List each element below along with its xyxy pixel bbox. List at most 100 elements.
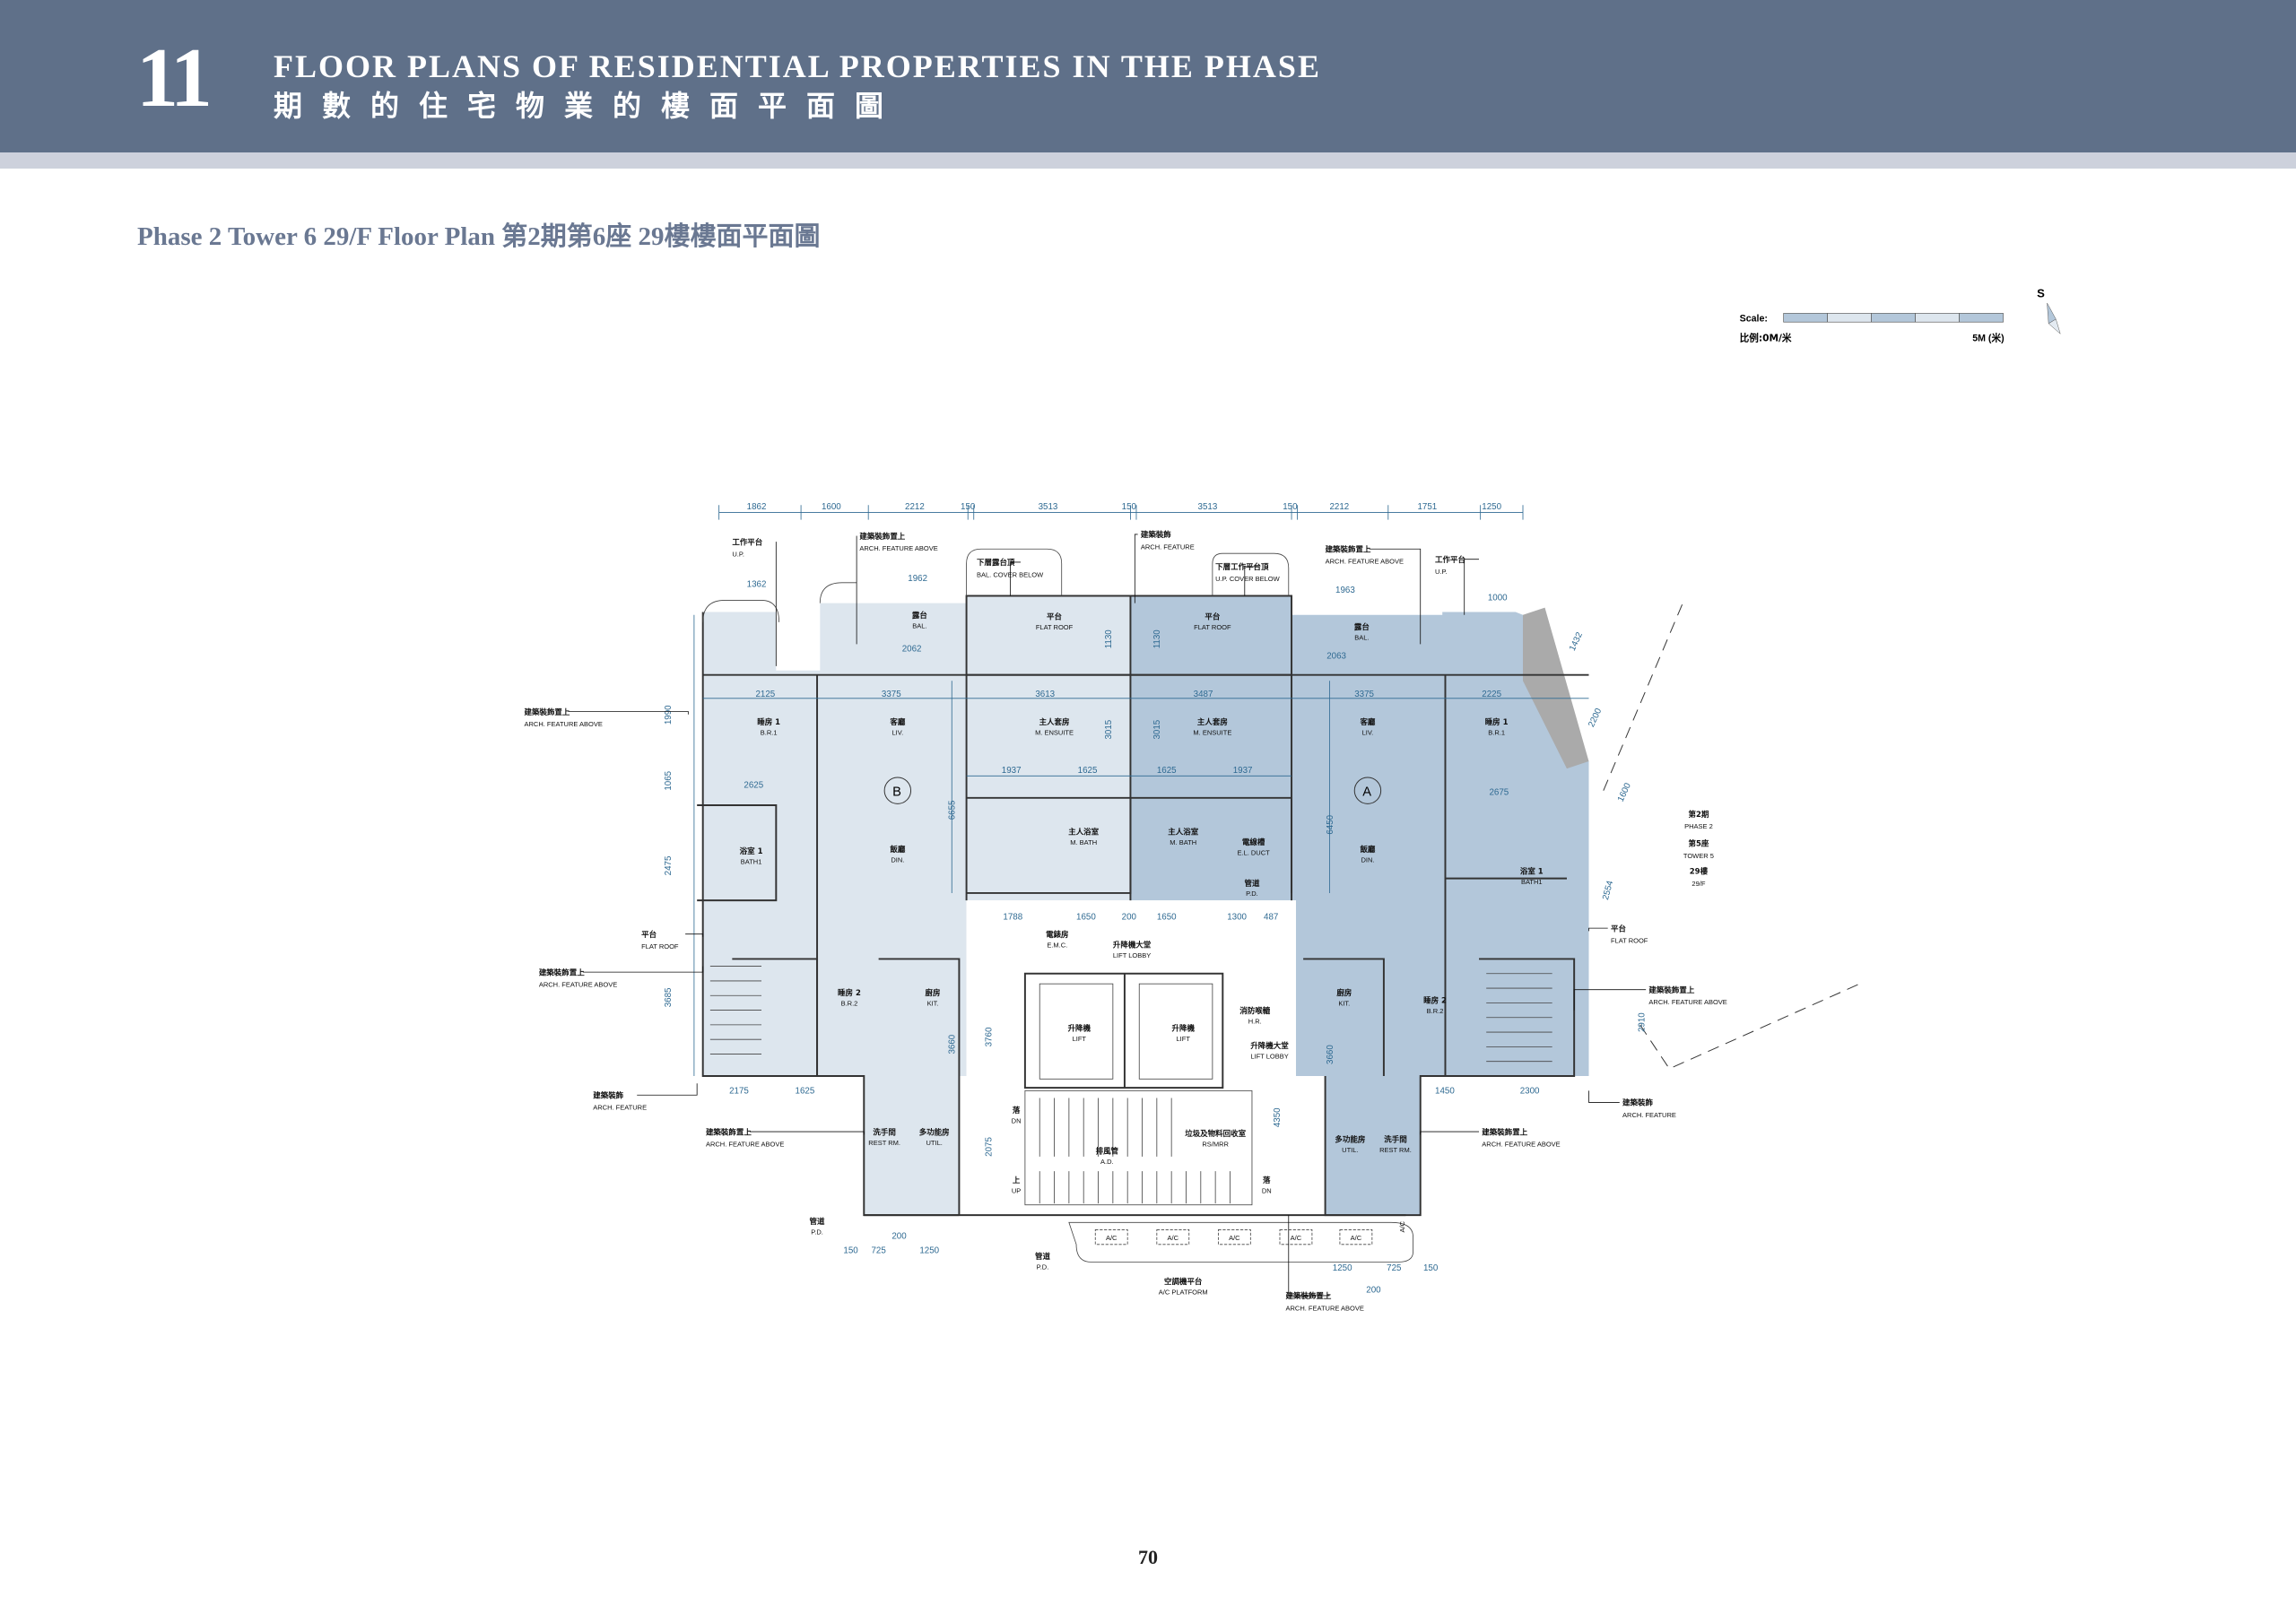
- callout-label-zh: 工作平台: [1435, 555, 1465, 565]
- room-label-en: E.M.C.: [1047, 941, 1067, 949]
- room-label-en: M. BATH: [1170, 838, 1196, 846]
- callout-label-en: U.P. COVER BELOW: [1215, 575, 1280, 583]
- walls: [697, 548, 1589, 1263]
- dimension: 1937: [1233, 766, 1253, 776]
- room-label-zh: 飯廳: [1359, 845, 1375, 855]
- svg-text:B: B: [892, 785, 901, 799]
- dimension: 2212: [905, 502, 925, 512]
- dimension: 1250: [1482, 502, 1501, 512]
- room-label-en: LIFT LOBBY: [1250, 1052, 1288, 1060]
- dimension: 2200: [1587, 707, 1604, 729]
- dimension: 1625: [796, 1087, 815, 1097]
- room-label-en: FLAT ROOF: [1194, 623, 1231, 631]
- plan-title: Phase 2 Tower 6 29/F Floor Plan 第2期第6座 2…: [137, 222, 821, 251]
- dimension: 1250: [919, 1246, 939, 1256]
- room-label-en: BATH1: [741, 857, 762, 865]
- dimension: 1250: [1333, 1263, 1352, 1273]
- dimension: 1065: [664, 770, 674, 790]
- dimension: 1937: [1002, 766, 1022, 776]
- room-label-en: B.R.2: [841, 1000, 858, 1008]
- room-label-zh: 廚房: [1336, 988, 1352, 998]
- dimension: 2212: [1329, 502, 1349, 512]
- room-label-zh: 睡房 2: [838, 988, 861, 998]
- callout-label-en: ARCH. FEATURE ABOVE: [525, 720, 603, 728]
- adjacent-tower-label: 第2期 PHASE 2 第5座 TOWER 5 29樓 29/F: [1683, 810, 1714, 888]
- callout-leader: [1369, 548, 1422, 645]
- dimension: 1962: [908, 574, 927, 584]
- callout-label-en: ARCH. FEATURE ABOVE: [706, 1140, 784, 1148]
- section-number: 11: [136, 31, 213, 125]
- dimension: 150: [1283, 502, 1298, 512]
- lift-core: [966, 900, 1296, 1223]
- dimension: 4350: [1273, 1107, 1283, 1127]
- svg-text:第2期: 第2期: [1688, 810, 1709, 820]
- dimension: 6450: [1326, 814, 1335, 834]
- callout-leader: [1573, 989, 1647, 1011]
- adjacent-tower-outline: [1603, 600, 1860, 1070]
- dimension: 2475: [664, 855, 674, 875]
- room-label-en: A.D.: [1100, 1158, 1114, 1166]
- dimension: 1625: [1078, 766, 1098, 776]
- stairs: [709, 966, 1552, 1204]
- room-label-en: P.D.: [1037, 1263, 1049, 1271]
- callout-label-en: ARCH. FEATURE ABOVE: [1286, 1304, 1364, 1312]
- room-label-en: P.D.: [811, 1228, 823, 1236]
- callout-leader: [582, 966, 704, 973]
- section-title-zh: 期數的住宅物業的樓面平面圖: [274, 89, 904, 123]
- room-label-en: RS/MRR: [1202, 1140, 1229, 1148]
- callout-label-zh: 建築裝飾: [593, 1091, 623, 1101]
- dimension: 2554: [1601, 879, 1615, 900]
- dimension: 1362: [747, 580, 767, 590]
- north-label: S: [2037, 286, 2045, 299]
- svg-text:PHASE 2: PHASE 2: [1684, 822, 1713, 830]
- room-label-en: B.R.1: [1488, 729, 1505, 737]
- room-label-en: UTIL.: [926, 1139, 942, 1147]
- callout-leader: [568, 711, 689, 715]
- room-label-en: M. ENSUITE: [1193, 729, 1231, 737]
- room-label-en: LIFT LOBBY: [1113, 951, 1151, 959]
- dimension: 2175: [729, 1087, 749, 1097]
- room-label-zh: 平台: [1047, 612, 1062, 622]
- dimension: 2910: [1638, 1012, 1648, 1032]
- scale-label: Scale:: [1740, 313, 1768, 324]
- room-label-zh: 平台: [1205, 612, 1220, 622]
- room-label-en: A/C PLATFORM: [1159, 1288, 1208, 1296]
- dimension: 1300: [1227, 912, 1247, 922]
- dimension: 725: [1387, 1263, 1402, 1273]
- dimension: 1130: [1152, 629, 1162, 649]
- dimension: 2300: [1520, 1087, 1540, 1097]
- room-label-zh: 落: [1263, 1176, 1271, 1185]
- callout-label-zh: 建築裝飾置上: [525, 707, 570, 717]
- callout-label-zh: 工作平台: [732, 537, 762, 547]
- room-label-en: DN: [1262, 1187, 1272, 1195]
- room-label-en: BAL.: [912, 621, 926, 629]
- dimension: 2075: [984, 1137, 994, 1157]
- room-label-zh: 睡房 2: [1423, 995, 1447, 1005]
- room-label-zh: 升降機: [1068, 1023, 1091, 1033]
- room-label-zh: 升降機: [1171, 1023, 1195, 1033]
- svg-text:A/C: A/C: [1168, 1234, 1179, 1242]
- dimension: 150: [1122, 502, 1137, 512]
- dimension: 3660: [1326, 1045, 1335, 1064]
- svg-text:29/F: 29/F: [1692, 880, 1705, 888]
- svg-text:A: A: [1362, 785, 1371, 799]
- room-label-en: FLAT ROOF: [1036, 623, 1074, 631]
- svg-text:A/C: A/C: [1398, 1220, 1406, 1232]
- callout-label-en: ARCH. FEATURE ABOVE: [1326, 558, 1404, 566]
- svg-text:29樓: 29樓: [1690, 867, 1709, 877]
- callout-label-en: ARCH. FEATURE: [593, 1104, 647, 1112]
- unit-a-area: [1130, 595, 1589, 1216]
- room-label-en: E.L. DUCT: [1237, 848, 1270, 856]
- dimension: 2062: [902, 645, 922, 655]
- callout-label-zh: 下層露台頂: [977, 558, 1015, 568]
- dimension: 6655: [948, 800, 958, 820]
- section-title-en: FLOOR PLANS OF RESIDENTIAL PROPERTIES IN…: [274, 48, 1321, 84]
- callout-leader: [1010, 561, 1021, 596]
- dimension: 200: [1122, 912, 1137, 922]
- room-label-zh: 睡房 1: [757, 717, 780, 727]
- callout-leader: [637, 1083, 698, 1096]
- callout-leader: [1420, 1131, 1480, 1135]
- svg-text:第5座: 第5座: [1688, 839, 1709, 849]
- callout-label-zh: 建築裝飾: [1141, 530, 1171, 540]
- room-label-zh: 電錶房: [1046, 930, 1068, 940]
